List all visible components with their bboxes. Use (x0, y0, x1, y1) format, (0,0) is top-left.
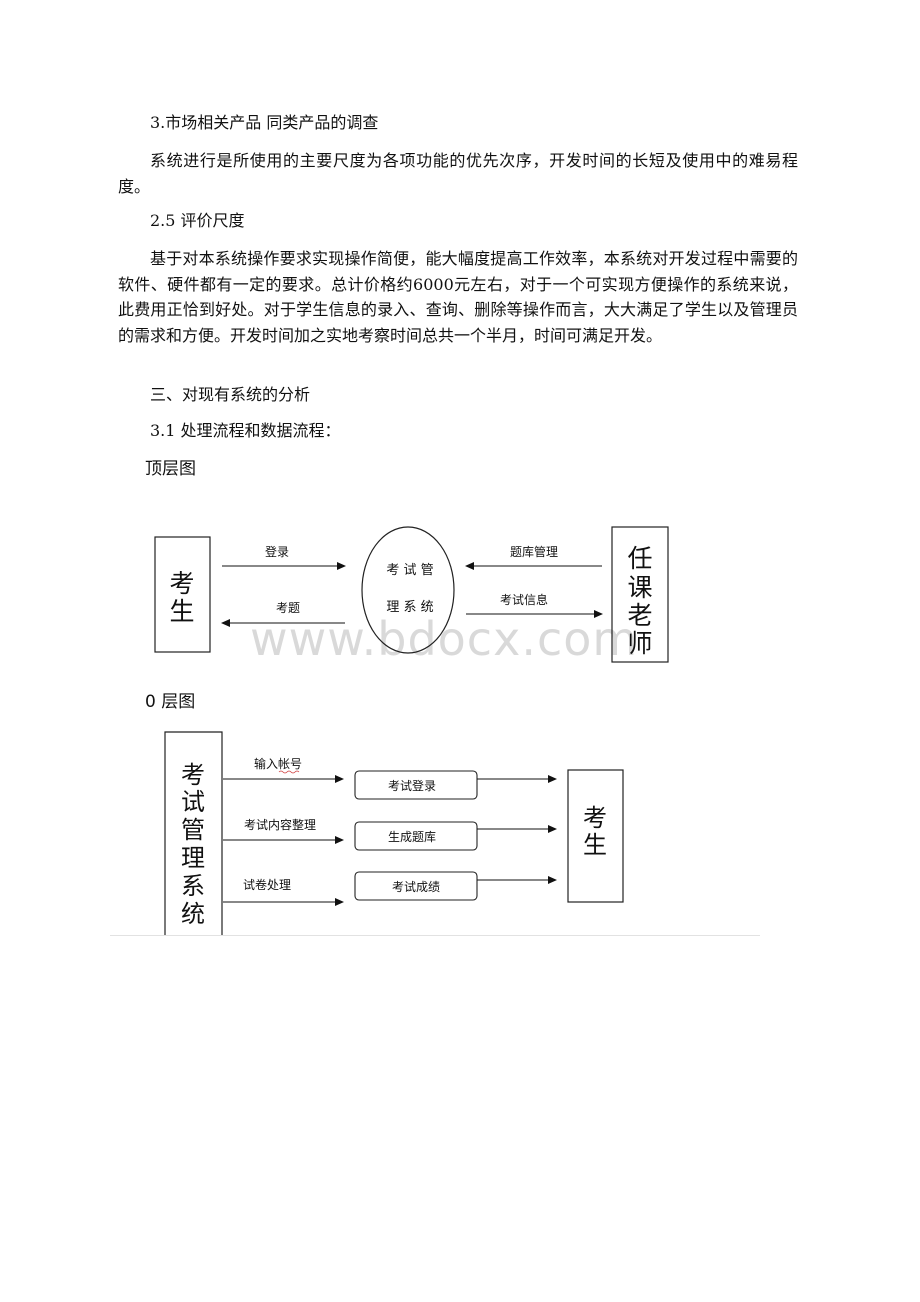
arrow-bank-management-label: 题库管理 (510, 544, 558, 559)
watermark: www.bdocx.com (250, 612, 639, 666)
exam-system-entity-char: 考 (181, 761, 205, 789)
process-exam-score (354, 871, 478, 901)
student-entity-char: 考 (583, 804, 607, 832)
spellcheck-underline (278, 770, 300, 774)
heading-evaluation-scale: 2.5 评价尺度 (150, 211, 245, 230)
student-entity-box (154, 536, 211, 653)
process-generate-bank (354, 821, 478, 851)
top-level-diagram: 考 生 考 试 管 理 系 统 任 课 老 师 登录 考题 题库管理 考试信息 (154, 526, 669, 663)
label-level-0-diagram: 0 层图 (145, 692, 196, 712)
exam-system-process (361, 526, 455, 654)
page-fragment-divider (110, 935, 760, 936)
arrow-questions-label: 考题 (276, 601, 300, 615)
process-generate-bank-label: 生成题库 (388, 829, 436, 844)
student-entity-char: 考 (169, 569, 194, 598)
level-0-diagram: 考 试 管 理 系 统 输入帐号 考试内容整理 试卷处理 考试登录 生成题库 考… (164, 731, 624, 935)
exam-system-label: 理 系 统 (386, 600, 433, 615)
paragraph-scale-text: 系统进行是所使用的主要尺度为各项功能的优先次序，开发时间的长短及使用中的难易程度… (118, 151, 798, 196)
student-entity-box-level0 (567, 769, 624, 903)
teacher-entity-char: 任 (627, 544, 652, 573)
exam-system-entity-char: 统 (181, 900, 205, 928)
flow-paper-processing-label: 试卷处理 (243, 877, 291, 892)
heading-market-survey: 3.市场相关产品 同类产品的调查 (150, 113, 379, 132)
teacher-entity-box (611, 526, 669, 663)
flow-exam-content-label: 考试内容整理 (244, 817, 316, 832)
label-top-level-diagram: 顶层图 (145, 459, 196, 479)
process-exam-login-label: 考试登录 (388, 778, 436, 793)
flow-input-account-label: 输入帐号 (254, 756, 302, 771)
exam-system-entity-char: 管 (181, 816, 205, 844)
exam-system-entity-char: 系 (181, 872, 205, 900)
heading-system-analysis: 三、对现有系统的分析 (150, 385, 311, 404)
exam-system-entity-char: 试 (181, 788, 205, 816)
teacher-entity-char: 老 (627, 601, 652, 630)
paragraph-evaluation: 基于对本系统操作要求实现操作简便，能大幅度提高工作效率，本系统对开发过程中需要的… (118, 246, 798, 348)
exam-system-entity-box (164, 731, 223, 935)
heading-process-flow: 3.1 处理流程和数据流程： (150, 421, 341, 440)
arrow-login-label: 登录 (265, 544, 289, 559)
student-entity-char: 生 (583, 831, 607, 859)
teacher-entity-char: 师 (627, 629, 652, 658)
paragraph-scale: 系统进行是所使用的主要尺度为各项功能的优先次序，开发时间的长短及使用中的难易程度… (118, 148, 798, 199)
student-entity-char: 生 (169, 597, 194, 626)
exam-system-label: 考 试 管 (386, 563, 433, 578)
process-exam-login (354, 770, 478, 800)
process-exam-score-label: 考试成绩 (392, 879, 440, 894)
exam-system-entity-char: 理 (181, 844, 205, 872)
paragraph-evaluation-text: 基于对本系统操作要求实现操作简便，能大幅度提高工作效率，本系统对开发过程中需要的… (118, 249, 798, 345)
arrow-exam-info-label: 考试信息 (500, 592, 548, 607)
teacher-entity-char: 课 (627, 573, 652, 602)
